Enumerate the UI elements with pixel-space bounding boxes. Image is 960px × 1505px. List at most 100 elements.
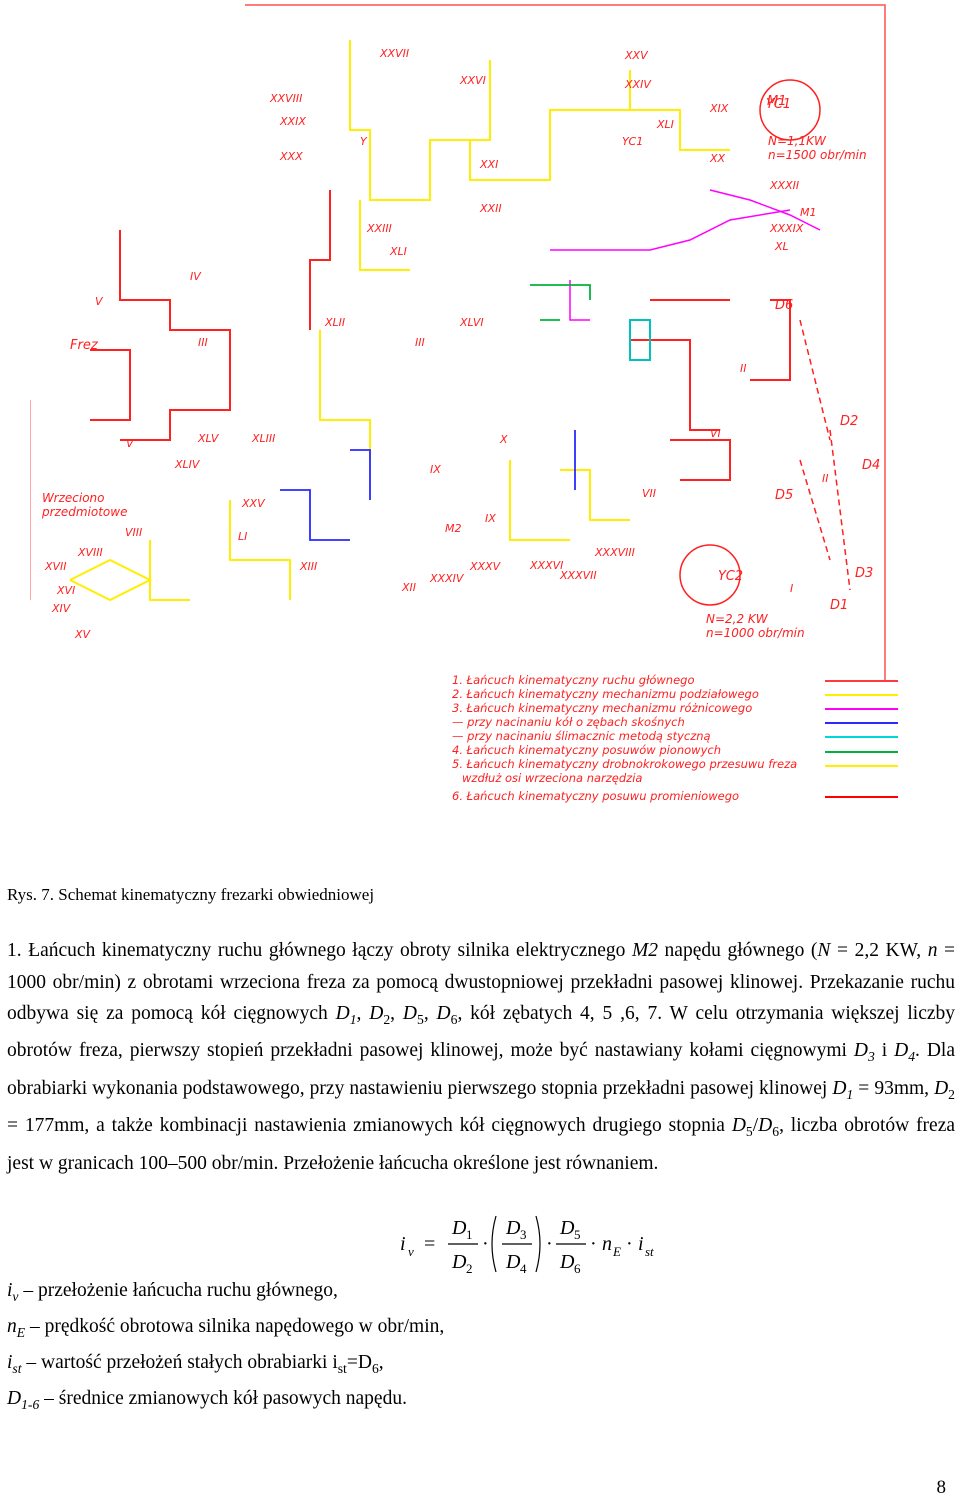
svg-text:XXVII: XXVII <box>379 47 409 60</box>
svg-text:IX: IX <box>430 463 441 476</box>
svg-text:D: D <box>559 1251 575 1273</box>
svg-text:·: · <box>482 1233 489 1255</box>
svg-text:·: · <box>626 1233 633 1255</box>
page-number: 8 <box>936 1477 947 1498</box>
diagram-frame <box>245 4 886 680</box>
svg-text:III: III <box>198 336 208 349</box>
svg-text:XII: XII <box>401 581 416 594</box>
svg-text:XX: XX <box>709 152 726 165</box>
svg-text:4. Łańcuch kinematyczny posuwó: 4. Łańcuch kinematyczny posuwów pionowyc… <box>452 743 721 757</box>
svg-text:XVIII: XVIII <box>77 546 103 559</box>
svg-text:II: II <box>740 362 747 375</box>
svg-text:XXIII: XXIII <box>366 222 392 235</box>
svg-text:XVI: XVI <box>56 584 75 597</box>
svg-text:VIII: VIII <box>125 526 142 539</box>
svg-text:YC1: YC1 <box>622 135 643 148</box>
svg-text:6. Łańcuch kinematyczny posuwu: 6. Łańcuch kinematyczny posuwu promienio… <box>452 789 739 803</box>
motor-m1 <box>759 79 821 141</box>
svg-text:XXV: XXV <box>241 497 266 510</box>
main-labels: Frez D6 D2 D4 D5 D3 D1 YC1 YC2 <box>70 97 880 613</box>
svg-text:M2: M2 <box>445 522 462 535</box>
svg-text:XLIV: XLIV <box>174 458 201 471</box>
svg-text:YC1: YC1 <box>766 97 791 112</box>
svg-text:E: E <box>612 1244 621 1259</box>
m1-params: N=1,1KW n=1500 obr/min <box>768 134 867 162</box>
svg-text:X: X <box>499 433 508 446</box>
svg-text:D: D <box>505 1251 521 1273</box>
svg-text:XIV: XIV <box>51 602 72 615</box>
svg-text:przedmiotowe: przedmiotowe <box>41 505 127 519</box>
svg-text:— przy nacinaniu kół o zębach: — przy nacinaniu kół o zębach skośnych <box>452 715 685 729</box>
magenta-chain <box>550 189 821 321</box>
definition-item: nE – prędkość obrotowa silnika napędoweg… <box>7 1315 445 1340</box>
svg-text:XXV: XXV <box>624 49 649 62</box>
svg-text:1. Łańcuch kinematyczny ruchu: 1. Łańcuch kinematyczny ruchu głównego <box>452 673 695 687</box>
svg-text:1: 1 <box>466 1227 473 1242</box>
svg-text:D1: D1 <box>830 598 848 613</box>
svg-text:XXVIII: XXVIII <box>269 92 302 105</box>
svg-text:6: 6 <box>574 1261 581 1276</box>
svg-text:II: II <box>822 472 829 485</box>
svg-text:D4: D4 <box>862 458 880 473</box>
svg-text:i: i <box>400 1233 406 1255</box>
svg-text:D5: D5 <box>775 488 793 503</box>
svg-text:XXXV: XXXV <box>469 560 502 573</box>
svg-text:XVII: XVII <box>44 560 67 573</box>
symbol-definitions: iv – przełożenie łańcucha ruchu głównego… <box>7 1276 444 1420</box>
svg-text:XLVI: XLVI <box>459 316 484 329</box>
svg-text:Wrzeciono: Wrzeciono <box>42 491 105 505</box>
legend-swatches <box>825 680 898 798</box>
body-paragraph: 1. Łańcuch kinematyczny ruchu głównego ł… <box>7 940 956 1174</box>
svg-text:D: D <box>559 1217 575 1239</box>
svg-text:VI: VI <box>710 427 721 440</box>
svg-text:4: 4 <box>520 1261 527 1276</box>
svg-text:XXII: XXII <box>479 202 502 215</box>
svg-text:3. Łańcuch kinematyczny mechan: 3. Łańcuch kinematyczny mechanizmu różni… <box>452 701 752 715</box>
svg-text:N=1,1KW: N=1,1KW <box>768 134 827 148</box>
svg-text:XXXII: XXXII <box>769 179 799 192</box>
svg-text:I: I <box>790 582 793 595</box>
svg-text:=: = <box>424 1233 435 1255</box>
svg-text:XIX: XIX <box>709 102 729 115</box>
svg-text:5: 5 <box>574 1227 581 1242</box>
svg-text:XXXVI: XXXVI <box>529 559 563 572</box>
svg-text:XXX: XXX <box>279 150 303 163</box>
definition-item: ist – wartość przełożeń stałych obrabiar… <box>7 1351 384 1376</box>
svg-text:N=2,2 KW: N=2,2 KW <box>706 612 769 626</box>
svg-text:2: 2 <box>466 1261 473 1276</box>
svg-text:XLIII: XLIII <box>251 432 275 445</box>
definition-item: iv – przełożenie łańcucha ruchu głównego… <box>7 1280 338 1304</box>
svg-text:3: 3 <box>520 1227 527 1242</box>
svg-text:Frez: Frez <box>70 338 99 353</box>
wrzeciono-label: Wrzeciono przedmiotowe <box>41 491 127 519</box>
svg-text:D3: D3 <box>855 566 873 581</box>
motor-m2 <box>679 544 741 606</box>
svg-text:v: v <box>408 1244 414 1259</box>
svg-text:n=1000 obr/min: n=1000 obr/min <box>706 626 805 640</box>
m2-params: N=2,2 KW n=1000 obr/min <box>706 612 805 640</box>
svg-text:D6: D6 <box>775 298 793 313</box>
svg-text:D: D <box>451 1251 467 1273</box>
svg-text:XIII: XIII <box>299 560 317 573</box>
svg-text:D: D <box>451 1217 467 1239</box>
svg-text:i: i <box>638 1233 644 1255</box>
svg-text:XXVI: XXVI <box>459 74 486 87</box>
svg-text:XLI: XLI <box>656 118 674 131</box>
blue-chain <box>280 430 576 541</box>
svg-text:IV: IV <box>190 270 202 283</box>
svg-text:V: V <box>126 437 135 450</box>
red-chain <box>90 190 791 481</box>
svg-text:— przy nacinaniu ślimacznic me: — przy nacinaniu ślimacznic metodą stycz… <box>452 729 711 743</box>
svg-text:n=1500 obr/min: n=1500 obr/min <box>768 148 867 162</box>
svg-text:D2: D2 <box>840 414 858 429</box>
svg-text:XXXVII: XXXVII <box>559 569 597 582</box>
svg-text:wzdłuż osi wrzeciona narzędzia: wzdłuż osi wrzeciona narzędzia <box>462 771 642 785</box>
svg-text:st: st <box>645 1244 654 1259</box>
svg-text:XV: XV <box>74 628 92 641</box>
svg-text:XXXIX: XXXIX <box>769 222 804 235</box>
green-chain <box>530 284 591 321</box>
svg-text:YC2: YC2 <box>718 569 743 584</box>
svg-text:XXIV: XXIV <box>624 78 652 91</box>
svg-text:2. Łańcuch kinematyczny mechan: 2. Łańcuch kinematyczny mechanizmu podzi… <box>452 687 759 701</box>
